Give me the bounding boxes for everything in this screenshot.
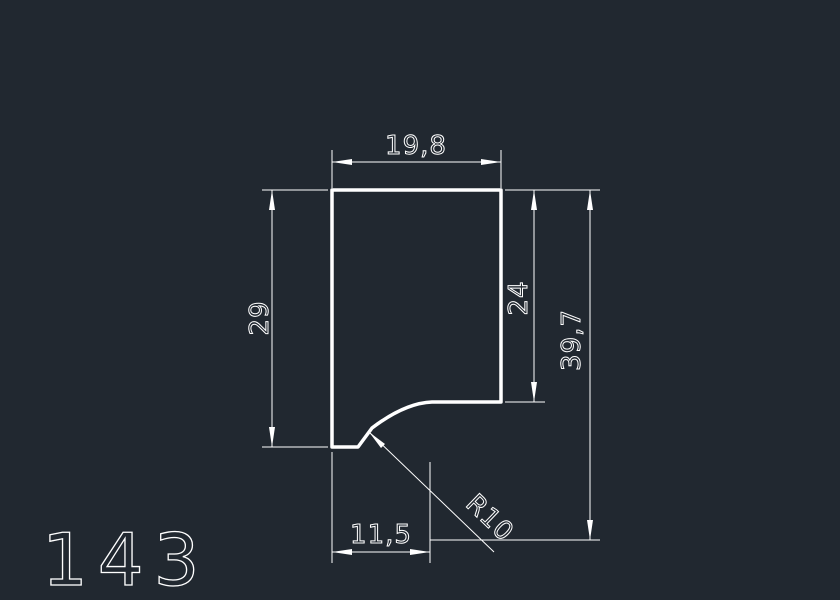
dimension-bottom-width: 11,5 (331, 452, 431, 563)
dim-text-radius: R10 (460, 489, 520, 548)
dim-text-top-width: 19,8 (385, 131, 447, 161)
dimension-top-width: 19,8 (331, 131, 502, 188)
dim-text-left-height: 29 (245, 300, 275, 335)
dimension-right-step-height: 24 (504, 189, 545, 403)
dimension-total-height: 39,7 (430, 189, 600, 541)
dim-text-bottom-width: 11,5 (350, 520, 412, 550)
part-number-label: 143 (42, 518, 209, 600)
profile-outline (330, 188, 503, 449)
dimension-left-height: 29 (245, 189, 328, 448)
dim-text-right-step: 24 (504, 280, 534, 315)
dim-text-total-height: 39,7 (557, 309, 587, 371)
